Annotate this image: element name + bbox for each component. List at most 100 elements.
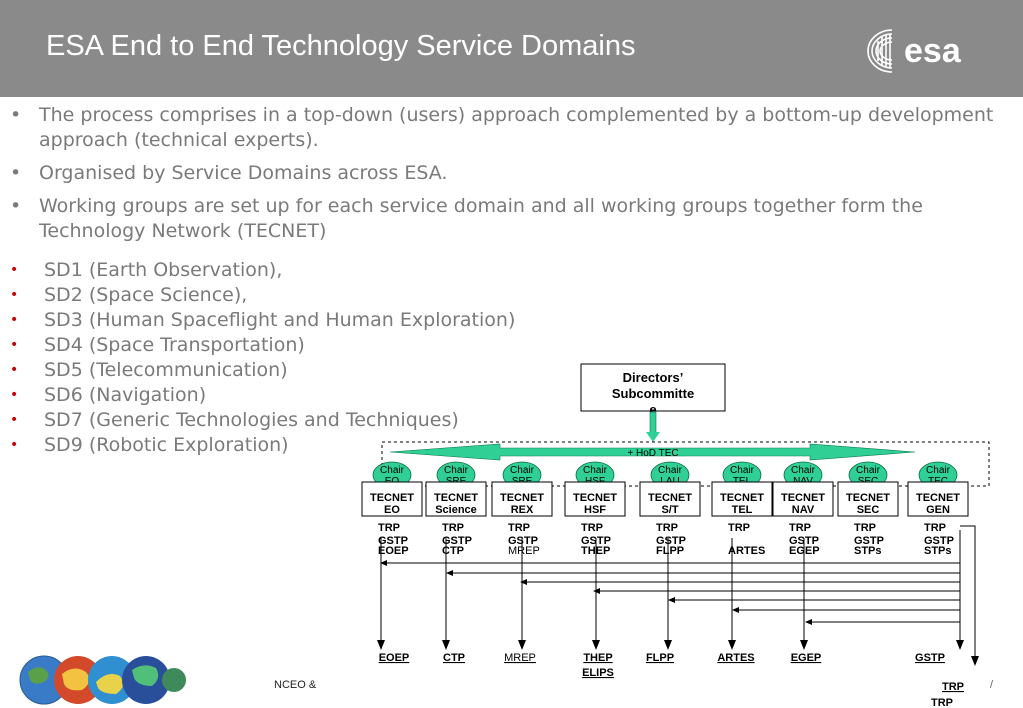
service-domain-text: SD2 (Space Science), xyxy=(44,284,248,306)
bullet-text: Organised by Service Domains across ESA. xyxy=(39,162,448,184)
tecnet-box xyxy=(425,481,487,517)
down-arrowhead xyxy=(728,640,736,650)
programme-label: GSTP xyxy=(378,535,408,547)
bottom-programme-label: TRP xyxy=(942,681,964,693)
tecnet-box xyxy=(491,481,553,517)
tecnet-label: TECNET xyxy=(916,492,960,504)
red-bullet: • xyxy=(10,387,19,403)
tecnet-domain: Science xyxy=(435,504,477,516)
programme-label: TRP xyxy=(789,522,811,534)
chair-label: Chair xyxy=(658,465,683,476)
red-bullet: • xyxy=(10,337,19,353)
tecnet-box xyxy=(639,481,701,517)
red-bullet: • xyxy=(10,262,19,278)
tecnet-label: TECNET xyxy=(434,492,478,504)
directors-box xyxy=(580,363,726,412)
feed-arrowhead xyxy=(446,570,453,576)
service-domain-item: • SD2 (Space Science), xyxy=(10,283,515,308)
feed-arrowhead xyxy=(668,597,675,603)
programme-label: GSTP xyxy=(924,535,954,547)
directors-label: Directors’ xyxy=(623,370,684,385)
red-bullet: • xyxy=(10,312,19,328)
bullet-dot: • xyxy=(10,162,22,184)
programme-label: TRP xyxy=(924,522,946,534)
tecnet-box xyxy=(564,481,626,517)
programme-label: TRP xyxy=(656,522,678,534)
down-arrowhead xyxy=(592,640,600,650)
programme-label: STPs xyxy=(924,545,952,557)
tecnet-label: TECNET xyxy=(846,492,890,504)
down-arrowhead xyxy=(518,640,526,650)
chair-label: Chair xyxy=(583,465,608,476)
service-domain-text: SD6 (Navigation) xyxy=(44,384,207,406)
chair-label: Chair xyxy=(730,465,755,476)
bottom-programme-label: TRP xyxy=(931,697,953,708)
bottom-programme-label: EOEP xyxy=(379,652,410,664)
down-arrowhead xyxy=(442,640,450,650)
programme-label: TRP xyxy=(378,522,400,534)
chair-label: Chair xyxy=(380,465,405,476)
red-bullet: • xyxy=(10,362,19,378)
programme-label: GSTP xyxy=(442,535,472,547)
tecnet-domain: GEN xyxy=(926,504,950,516)
service-domain-text: SD1 (Earth Observation), xyxy=(44,259,283,281)
bullet-dot: • xyxy=(10,104,22,126)
tecnet-domain: EO xyxy=(384,504,400,516)
service-domain-item: •SD9 (Robotic Exploration) xyxy=(10,433,515,458)
tecnet-box xyxy=(772,481,834,517)
service-domain-item: • SD4 (Space Transportation) xyxy=(10,333,515,358)
bullet-list: •The process comprises in a top-down (us… xyxy=(10,103,1000,252)
esa-logo-mark xyxy=(867,29,893,73)
tecnet-domain: SEC xyxy=(857,504,880,516)
programme-label: GSTP xyxy=(508,535,538,547)
service-domain-text: SD9 (Robotic Exploration) xyxy=(44,434,289,456)
bottom-programme-label: MREP xyxy=(504,652,536,664)
service-domain-text: SD5 (Telecommunication) xyxy=(44,359,288,381)
directors-label: Subcommitte xyxy=(612,386,694,401)
programme-label: STPs xyxy=(854,545,882,557)
programme-label: TRP xyxy=(442,522,464,534)
chair-label: Chair xyxy=(791,465,816,476)
down-arrowhead xyxy=(800,640,808,650)
bottom-programme-label: FLPP xyxy=(646,652,674,664)
tecnet-domain: HSF xyxy=(584,504,606,516)
bottom-programme-label: ELIPS xyxy=(582,667,614,679)
red-bullet: • xyxy=(10,287,19,303)
chair-label: Chair xyxy=(856,465,881,476)
down-arrow-head xyxy=(646,432,660,442)
gen-connector xyxy=(960,525,976,660)
programme-label: GSTP xyxy=(656,535,686,547)
down-arrowhead xyxy=(377,640,385,650)
feed-arrowhead xyxy=(520,579,527,585)
service-domain-item: •SD3 (Human Spaceflight and Human Explor… xyxy=(10,308,515,333)
programme-label: TRP xyxy=(854,522,876,534)
bullet-text: Working groups are set up for each servi… xyxy=(39,195,923,242)
bullet-item: •The process comprises in a top-down (us… xyxy=(10,103,1000,153)
tecnet-domain: REX xyxy=(511,504,534,516)
bullet-item: • Working groups are set up for each serv… xyxy=(10,194,1000,244)
service-domain-text: SD7 (Generic Technologies and Techniques… xyxy=(44,409,459,431)
red-bullet: • xyxy=(10,412,19,428)
tecnet-label: TECNET xyxy=(573,492,617,504)
programme-label: CTP xyxy=(442,545,464,557)
tecnet-domain: TEL xyxy=(732,504,753,516)
earth-globes-image xyxy=(19,655,186,705)
tecnet-label: TECNET xyxy=(648,492,692,504)
feed-arrowhead xyxy=(732,607,739,613)
tecnet-label: TECNET xyxy=(720,492,764,504)
tecnet-box xyxy=(907,481,969,517)
service-domain-text: SD4 (Space Transportation) xyxy=(44,334,305,356)
gen-arrowhead xyxy=(971,656,979,666)
title-bar xyxy=(0,0,1023,97)
bullet-item: • Organised by Service Domains across ESA… xyxy=(10,161,1000,186)
tecnet-label: TECNET xyxy=(500,492,544,504)
esa-logo-text: esa xyxy=(904,32,962,70)
double-arrow xyxy=(389,443,916,461)
slide-title: ESA End to End Technology Service Domain… xyxy=(46,30,636,62)
chair-label: Chair xyxy=(444,465,469,476)
service-domain-item: • SD1 (Earth Observation), xyxy=(10,258,515,283)
bullet-dot: • xyxy=(10,195,22,217)
feed-arrowhead xyxy=(805,619,812,625)
bottom-programme-label: ARTES xyxy=(717,652,754,664)
down-arrow-shaft xyxy=(649,411,657,435)
